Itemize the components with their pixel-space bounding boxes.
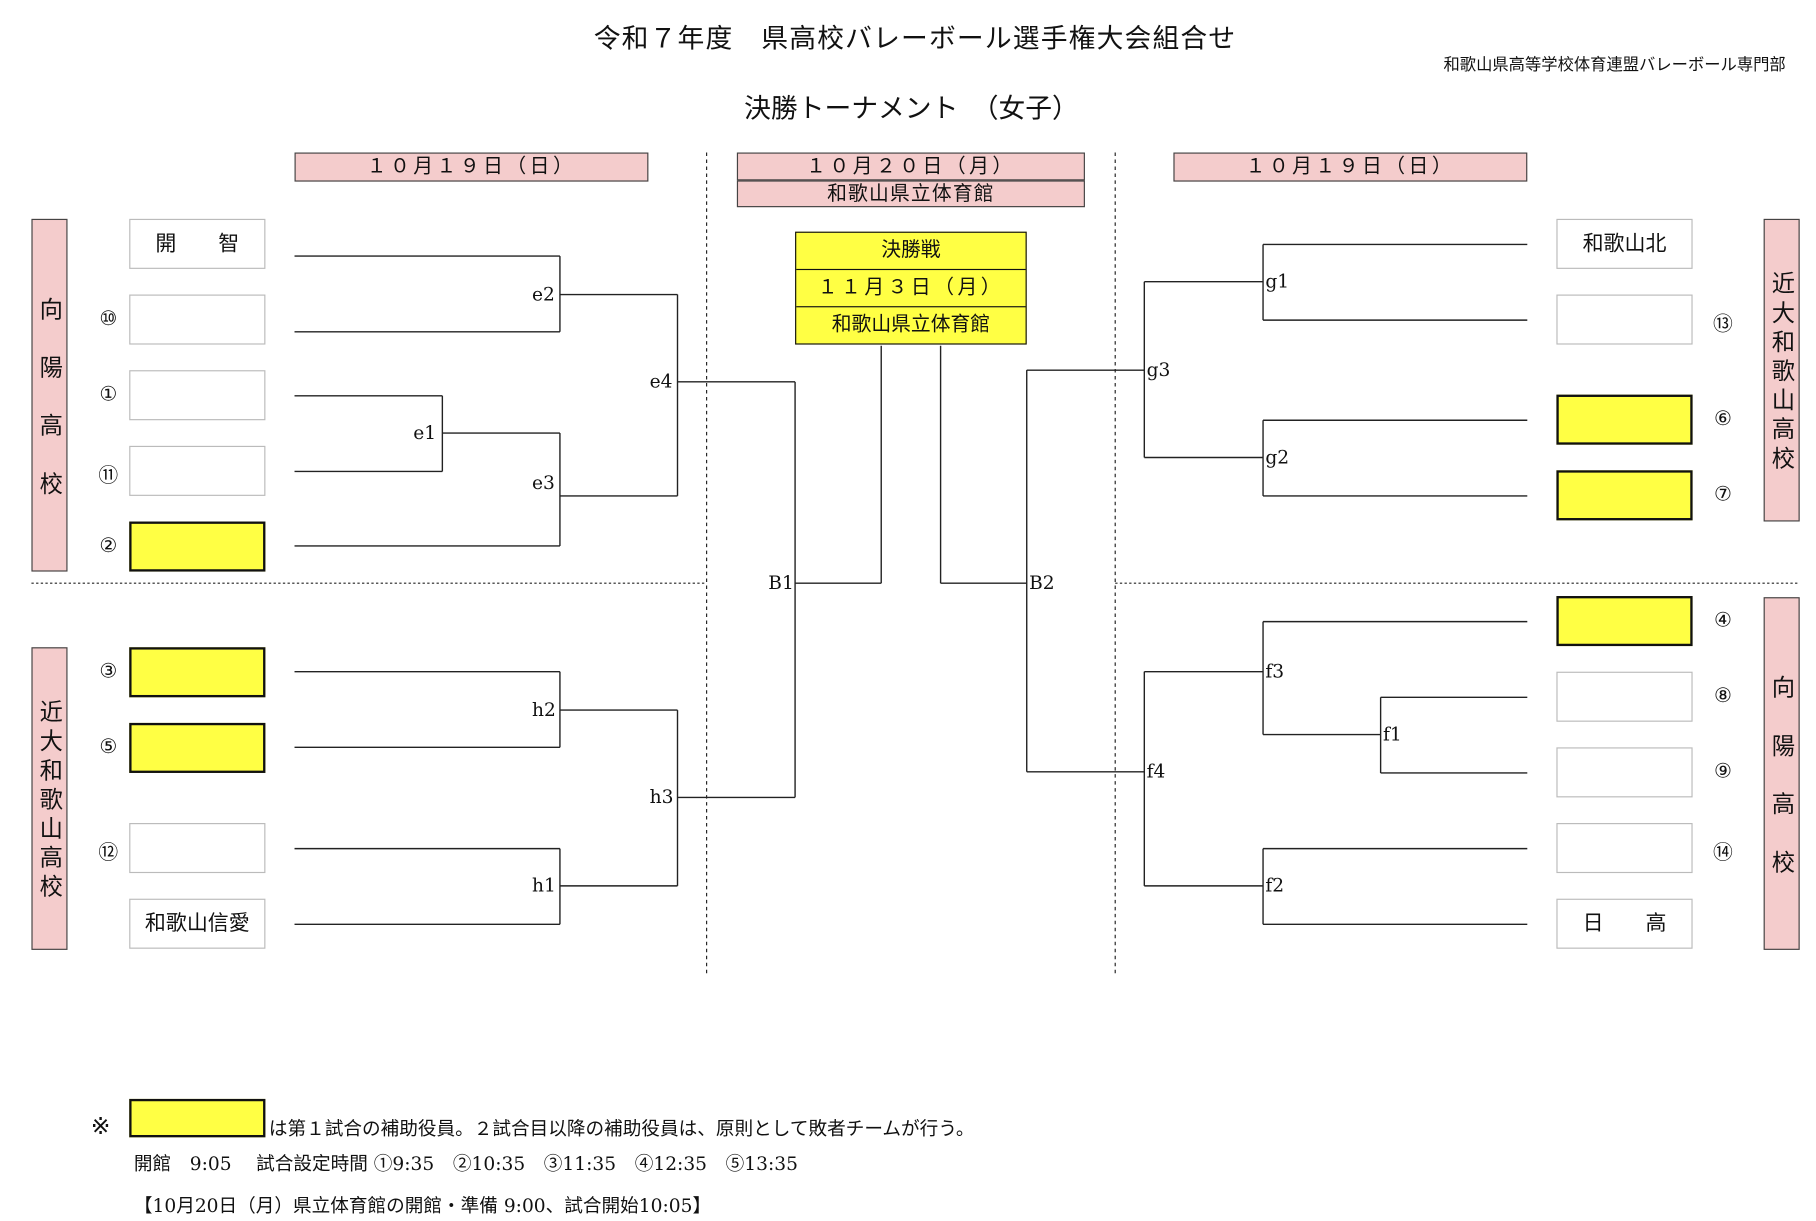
match-label-g1: g1 bbox=[1265, 270, 1290, 293]
match-label-h3: h3 bbox=[649, 785, 674, 808]
final-venue: 和歌山県立体育館 bbox=[831, 313, 991, 337]
left-team-slot bbox=[129, 722, 266, 773]
right-team-slot bbox=[1556, 470, 1693, 521]
highlight-legend-swatch bbox=[129, 1098, 266, 1138]
seed-number: ⑨ bbox=[1713, 760, 1732, 784]
note-mark: ※ bbox=[90, 1111, 111, 1140]
left-team-slot bbox=[129, 294, 266, 345]
banner-left-top: 向陽高校 bbox=[31, 218, 68, 572]
right-team-slot bbox=[1556, 294, 1693, 345]
match-label-h2: h2 bbox=[531, 698, 556, 721]
left-team-slot: 開 智 bbox=[129, 218, 266, 269]
seed-number: ⑧ bbox=[1713, 684, 1732, 708]
seed-number: ⑥ bbox=[1713, 407, 1732, 431]
right-team-slot: 和歌山北 bbox=[1556, 218, 1693, 269]
match-label-e2: e2 bbox=[531, 282, 555, 305]
venue-center: 和歌山県立体育館 bbox=[736, 180, 1085, 208]
note-line-1: は第１試合の補助役員。２試合目以降の補助役員は、原則として敗者チームが行う。 bbox=[268, 1117, 975, 1140]
left-team-slot bbox=[129, 647, 266, 698]
seed-number: ⑦ bbox=[1713, 483, 1732, 507]
page-subtitle: 決勝トーナメント （女子） bbox=[744, 94, 1079, 125]
match-label-e1: e1 bbox=[413, 421, 437, 444]
match-label-b1: B1 bbox=[768, 571, 794, 594]
match-label-e3: e3 bbox=[531, 471, 555, 494]
seed-number: ③ bbox=[99, 660, 118, 684]
banner-right-bottom: 向陽高校 bbox=[1763, 597, 1800, 950]
right-team-slot bbox=[1556, 596, 1693, 647]
right-team-slot bbox=[1556, 823, 1693, 874]
banner-left-top-text: 向陽高校 bbox=[35, 296, 64, 530]
match-label-g3: g3 bbox=[1146, 358, 1171, 381]
match-label-f1: f1 bbox=[1382, 722, 1402, 746]
page-title: 令和７年度 県高校バレーボール選手権大会組合せ bbox=[593, 24, 1237, 55]
note-line-3: 【10月20日（月）県立体育館の開館・準備 9:00、試合開始10:05】 bbox=[133, 1194, 712, 1217]
seed-number: ⑫ bbox=[98, 841, 119, 865]
left-team-slot bbox=[129, 521, 266, 572]
note-line-2: 開館 9:05 試合設定時間 ①9:35 ②10:35 ③11:35 ④12:3… bbox=[133, 1152, 798, 1175]
match-label-f2: f2 bbox=[1265, 874, 1285, 897]
date-center: １０月２０日（月） bbox=[736, 152, 1085, 181]
left-team-slot bbox=[129, 445, 266, 496]
seed-number: ② bbox=[99, 534, 118, 558]
match-label-e4: e4 bbox=[649, 370, 673, 393]
final-match-box: 決勝戦 １１月３日（月） 和歌山県立体育館 bbox=[795, 231, 1027, 345]
match-label-g2: g2 bbox=[1265, 445, 1290, 468]
left-team-slot bbox=[129, 823, 266, 874]
seed-number: ⑬ bbox=[1712, 313, 1733, 337]
seed-number: ① bbox=[99, 382, 118, 407]
seed-number: ⑭ bbox=[1712, 841, 1733, 865]
banner-right-top: 近大和歌山高校 bbox=[1763, 218, 1800, 522]
right-team-slot bbox=[1556, 394, 1693, 445]
banner-right-top-text: 近大和歌山高校 bbox=[1767, 271, 1796, 475]
right-team-slot bbox=[1556, 671, 1693, 722]
seed-number: ④ bbox=[1713, 608, 1732, 633]
left-team-slot: 和歌山信愛 bbox=[129, 898, 266, 949]
date-right: １０月１９日（日） bbox=[1173, 152, 1528, 182]
seed-number: ⑪ bbox=[98, 464, 119, 488]
left-team-slot bbox=[129, 370, 266, 421]
banner-right-bottom-text: 向陽高校 bbox=[1767, 674, 1796, 908]
final-label: 決勝戦 bbox=[796, 233, 1026, 271]
final-date: １１月３日（月） bbox=[796, 270, 1026, 308]
match-label-f4: f4 bbox=[1146, 760, 1166, 783]
match-label-f3: f3 bbox=[1265, 660, 1285, 683]
banner-left-bottom: 近大和歌山高校 bbox=[31, 647, 68, 950]
right-team-slot bbox=[1556, 747, 1693, 798]
match-label-b2: B2 bbox=[1029, 571, 1055, 594]
banner-left-bottom-text: 近大和歌山高校 bbox=[35, 699, 64, 904]
organizer: 和歌山県高等学校体育連盟バレーボール専門部 bbox=[1443, 55, 1786, 75]
seed-number: ⑤ bbox=[99, 735, 118, 759]
seed-number: ⑩ bbox=[99, 307, 118, 331]
date-left: １０月１９日（日） bbox=[294, 152, 649, 182]
right-team-slot: 日 高 bbox=[1556, 898, 1693, 949]
match-label-h1: h1 bbox=[531, 874, 556, 897]
